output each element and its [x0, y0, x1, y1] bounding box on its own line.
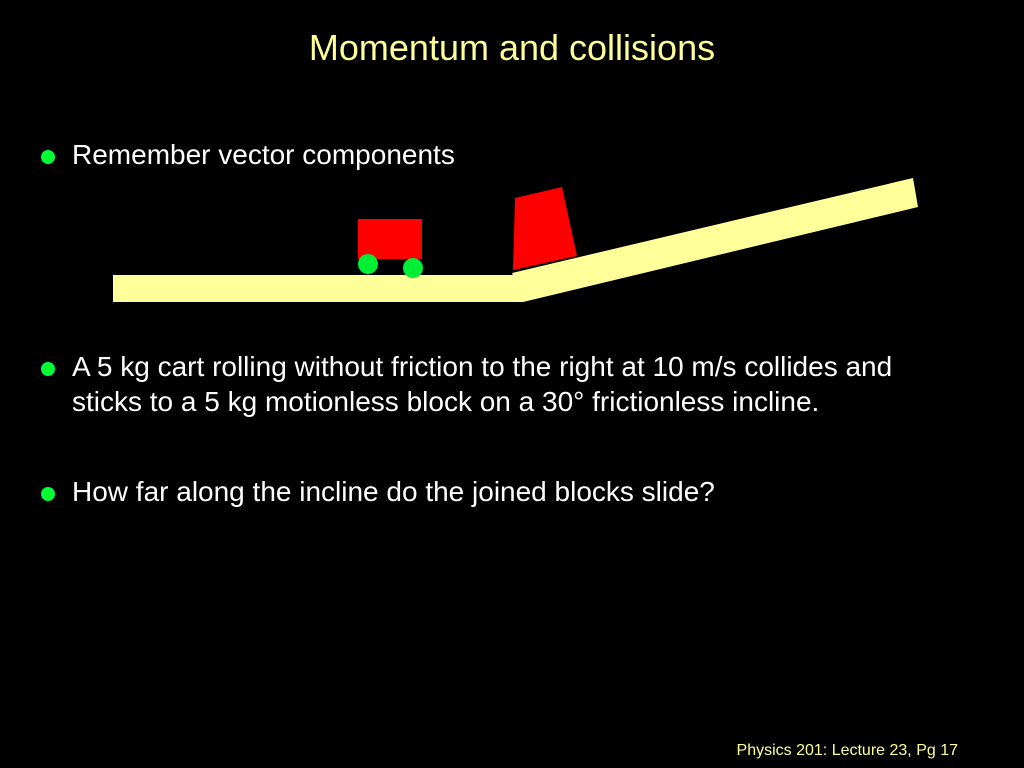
bullet-item: A 5 kg cart rolling without friction to …	[41, 349, 932, 419]
incline-ramp	[512, 178, 918, 302]
bullet-text: A 5 kg cart rolling without friction to …	[72, 351, 893, 417]
cart-body	[358, 219, 422, 259]
slide-footer: Physics 201: Lecture 23, Pg 17	[736, 742, 958, 759]
bullet-text: Remember vector components	[72, 139, 455, 170]
flat-track	[113, 275, 523, 302]
bullet-item: How far along the incline do the joined …	[41, 474, 932, 509]
cart-wheel-right	[403, 258, 423, 278]
bullet-item: Remember vector components	[41, 137, 932, 172]
bullet-text: How far along the incline do the joined …	[72, 476, 715, 507]
bullet-dot-icon	[41, 362, 55, 376]
slide-title: Momentum and collisions	[308, 27, 716, 68]
incline-block	[513, 187, 577, 270]
bullet-dot-icon	[41, 150, 55, 164]
bullet-dot-icon	[41, 487, 55, 501]
cart-wheel-left	[358, 254, 378, 274]
